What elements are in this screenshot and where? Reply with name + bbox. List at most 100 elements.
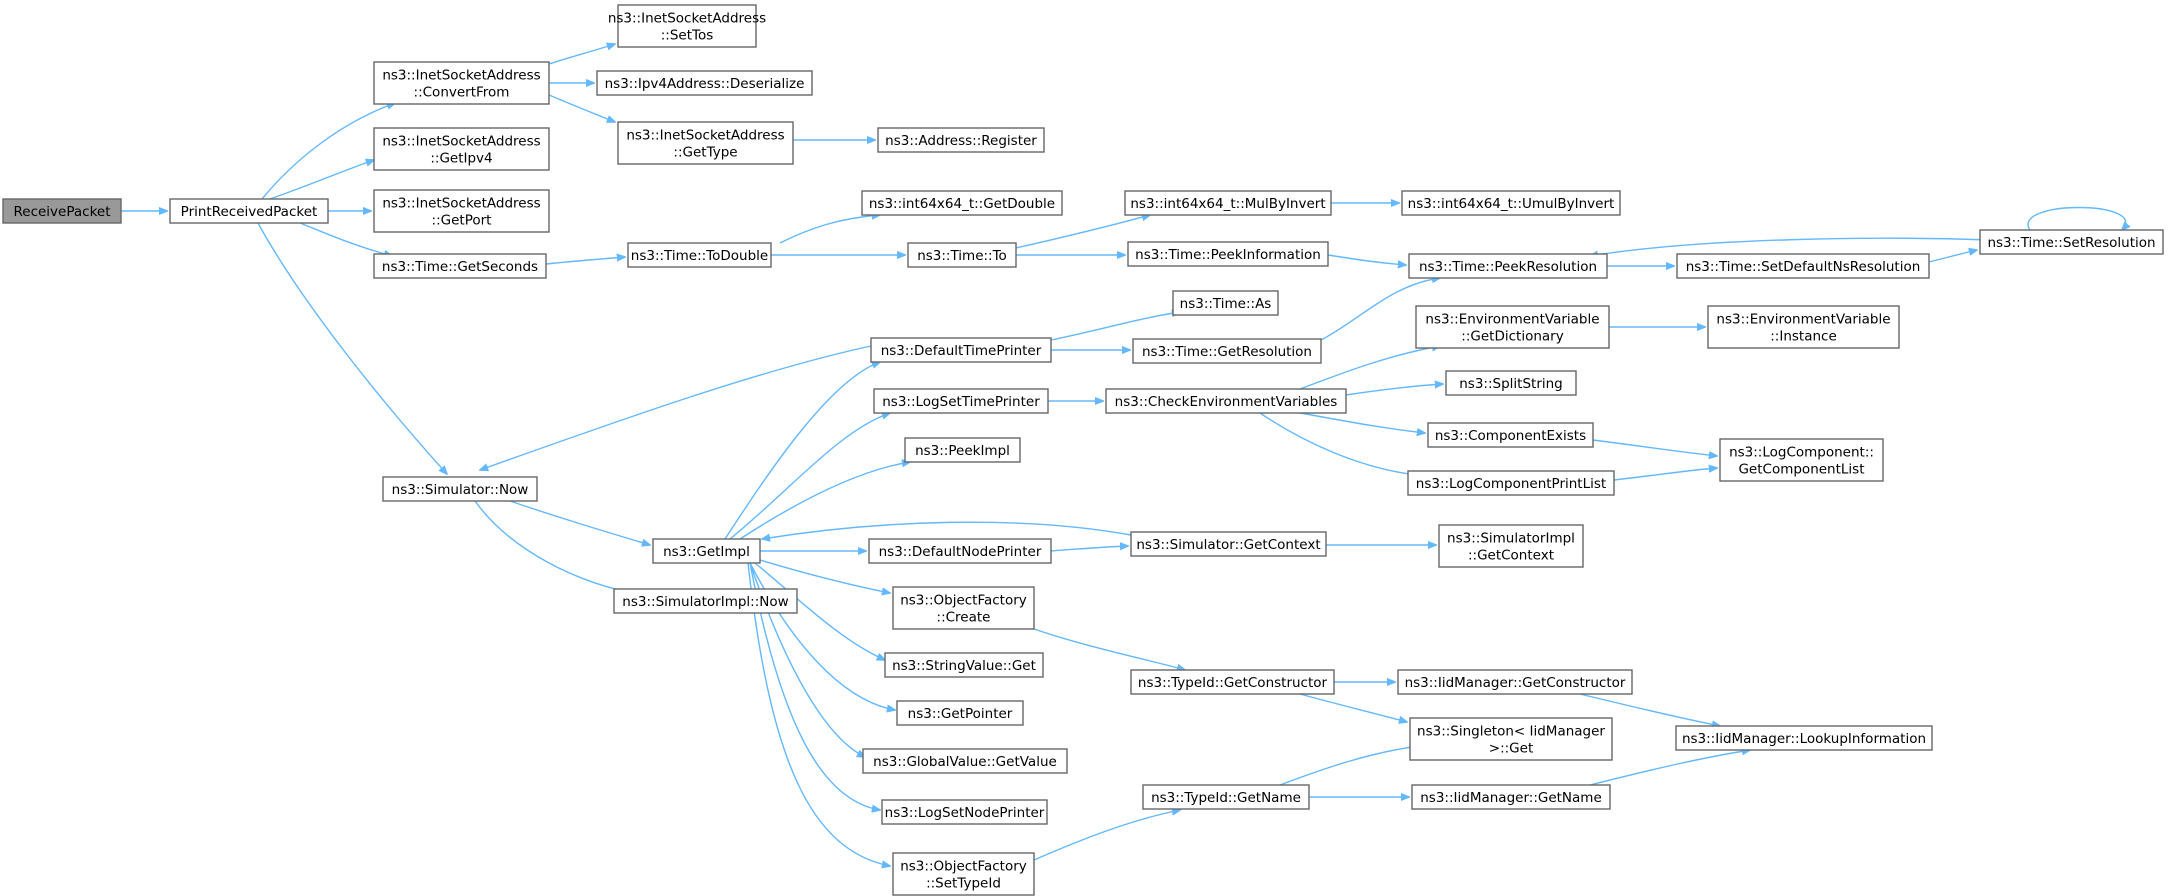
node-ConvertFrom[interactable]: ns3::InetSocketAddress::ConvertFrom (373, 61, 550, 105)
node-label: ns3::int64x64_t::GetDouble (869, 196, 1055, 212)
node-GetComponentList[interactable]: ns3::LogComponent::GetComponentList (1719, 438, 1884, 482)
edge-PrintReceivedPacket-to-GetIpv4 (269, 160, 374, 200)
node-GetResolution[interactable]: ns3::Time::GetResolution (1132, 338, 1322, 364)
node-IidGetConstructor[interactable]: ns3::IidManager::GetConstructor (1397, 669, 1633, 695)
node-label: ns3::GlobalValue::GetValue (873, 754, 1057, 770)
node-LogSetTimePrinter[interactable]: ns3::LogSetTimePrinter (873, 388, 1049, 414)
node-box (1415, 305, 1610, 349)
node-label: ns3::LogComponentPrintList (1416, 476, 1606, 492)
node-MulByInvert[interactable]: ns3::int64x64_t::MulByInvert (1124, 190, 1332, 216)
node-StringValueGet[interactable]: ns3::StringValue::Get (884, 652, 1044, 678)
node-ReceivePacket: ReceivePacket (2, 198, 122, 224)
node-label: ns3::Time::PeekResolution (1419, 259, 1597, 275)
node-label: ns3::GetPointer (908, 706, 1013, 722)
edge-DefaultNodePrinter-to-SimulatorGetContext (1050, 546, 1128, 552)
node-ComponentExists[interactable]: ns3::ComponentExists (1427, 422, 1594, 448)
node-box (904, 437, 1021, 463)
node-box (627, 242, 772, 268)
node-label: ns3::IidManager::GetConstructor (1405, 675, 1626, 691)
node-GlobalValueGetValue[interactable]: ns3::GlobalValue::GetValue (862, 748, 1068, 774)
node-PeekInformation[interactable]: ns3::Time::PeekInformation (1127, 241, 1329, 267)
edge-GetImpl-to-ObjectFactoryCreate (759, 559, 890, 593)
edge-IidGetName-to-LookupInformation (1589, 750, 1750, 786)
node-DefaultNodePrinter[interactable]: ns3::DefaultNodePrinter (868, 538, 1052, 564)
node-LookupInformation[interactable]: ns3::IidManager::LookupInformation (1675, 725, 1933, 751)
node-label: ns3::InetSocketAddress (382, 68, 540, 84)
edge-SetResolution-to-SetResolution (2027, 206, 2126, 231)
node-GetDictionary[interactable]: ns3::EnvironmentVariable::GetDictionary (1415, 305, 1610, 349)
node-TypeIdGetName[interactable]: ns3::TypeId::GetName (1142, 784, 1310, 810)
node-CheckEnvironmentVariables[interactable]: ns3::CheckEnvironmentVariables (1105, 388, 1347, 414)
node-label: ::SetTos (661, 28, 714, 44)
node-PeekResolution[interactable]: ns3::Time::PeekResolution (1408, 253, 1608, 279)
edge-GetSeconds-to-ToDouble (545, 257, 625, 265)
node-GetImpl[interactable]: ns3::GetImpl (652, 538, 761, 564)
node-Register[interactable]: ns3::Address::Register (877, 127, 1045, 153)
node-LogSetNodePrinter[interactable]: ns3::LogSetNodePrinter (881, 799, 1048, 825)
node-label: ns3::Time::SetResolution (1987, 235, 2155, 251)
node-box (1411, 784, 1611, 810)
edge-SimulatorNow-to-GetImpl (509, 500, 650, 545)
node-box (1675, 725, 1933, 751)
node-box (652, 538, 761, 564)
node-label: ns3::StringValue::Get (892, 658, 1036, 674)
node-label: ns3::PeekImpl (915, 443, 1010, 459)
node-SetResolution[interactable]: ns3::Time::SetResolution (1979, 229, 2164, 255)
node-DefaultTimePrinter[interactable]: ns3::DefaultTimePrinter (870, 337, 1052, 363)
node-SplitString[interactable]: ns3::SplitString (1445, 370, 1577, 396)
node-SingletonGet[interactable]: ns3::Singleton< IidManager>::Get (1409, 717, 1613, 761)
node-SimulatorImplNow[interactable]: ns3::SimulatorImpl::Now (613, 588, 798, 614)
node-label: ns3::ObjectFactory (900, 593, 1027, 609)
node-GetPointer[interactable]: ns3::GetPointer (896, 700, 1024, 726)
node-TimeTo[interactable]: ns3::Time::To (907, 242, 1017, 268)
node-SimulatorNow[interactable]: ns3::Simulator::Now (382, 476, 538, 502)
node-SimulatorImplGetContext[interactable]: ns3::SimulatorImpl::GetContext (1438, 524, 1584, 568)
node-label: ns3::Time::GetSeconds (382, 259, 538, 275)
node-label: ns3::ComponentExists (1435, 428, 1586, 444)
node-GetIpv4[interactable]: ns3::InetSocketAddress::GetIpv4 (373, 127, 550, 171)
node-box (373, 189, 550, 233)
node-box (2, 198, 122, 224)
node-IidGetName[interactable]: ns3::IidManager::GetName (1411, 784, 1611, 810)
node-box (1105, 388, 1347, 414)
node-label: ::GetType (673, 145, 737, 161)
node-label: ns3::Singleton< IidManager (1417, 724, 1605, 740)
node-label: ns3::CheckEnvironmentVariables (1115, 394, 1338, 410)
edge-LogComponentPrintList-to-GetComponentList (1613, 468, 1717, 481)
node-GetConstructor[interactable]: ns3::TypeId::GetConstructor (1130, 669, 1335, 695)
node-Deserialize[interactable]: ns3::Ipv4Address::Deserialize (596, 70, 813, 96)
edges (121, 44, 2126, 866)
node-label: ns3::EnvironmentVariable (1716, 312, 1890, 328)
node-EnvInstance[interactable]: ns3::EnvironmentVariable::Instance (1707, 305, 1900, 349)
node-LogComponentPrintList[interactable]: ns3::LogComponentPrintList (1407, 470, 1615, 496)
node-PrintReceivedPacket[interactable]: PrintReceivedPacket (169, 198, 329, 224)
node-box (1132, 338, 1322, 364)
node-ObjectFactoryCreate[interactable]: ns3::ObjectFactory::Create (892, 586, 1035, 630)
node-SetDefaultNsResolution[interactable]: ns3::Time::SetDefaultNsResolution (1676, 253, 1930, 279)
edge-GetImpl-to-GetPointer (749, 562, 895, 710)
node-SimulatorGetContext[interactable]: ns3::Simulator::GetContext (1130, 531, 1327, 557)
node-box (1401, 190, 1621, 216)
node-ToDouble[interactable]: ns3::Time::ToDouble (627, 242, 772, 268)
node-UmulByInvert[interactable]: ns3::int64x64_t::UmulByInvert (1401, 190, 1621, 216)
node-GetSeconds[interactable]: ns3::Time::GetSeconds (373, 253, 547, 279)
node-label: ns3::Address::Register (885, 133, 1037, 149)
node-GetPort[interactable]: ns3::InetSocketAddress::GetPort (373, 189, 550, 233)
node-SetTos[interactable]: ns3::InetSocketAddress::SetTos (608, 4, 766, 48)
node-label: ::ConvertFrom (414, 85, 510, 101)
node-box (892, 852, 1035, 896)
node-box (896, 700, 1024, 726)
node-label: GetComponentList (1738, 462, 1864, 478)
edge-ConvertFrom-to-GetType (548, 94, 615, 122)
edge-SetTypeId-to-TypeIdGetName (1033, 810, 1180, 861)
node-SetTypeId[interactable]: ns3::ObjectFactory::SetTypeId (892, 852, 1035, 896)
node-label: ns3::int64x64_t::MulByInvert (1130, 196, 1325, 212)
node-TimeAs[interactable]: ns3::Time::As (1172, 290, 1279, 316)
node-box (1124, 190, 1332, 216)
node-label: ::GetPort (432, 213, 492, 229)
node-GetType[interactable]: ns3::InetSocketAddress::GetType (617, 121, 794, 165)
node-GetDouble[interactable]: ns3::int64x64_t::GetDouble (861, 190, 1063, 216)
node-PeekImpl[interactable]: ns3::PeekImpl (904, 437, 1021, 463)
node-box (1408, 253, 1608, 279)
